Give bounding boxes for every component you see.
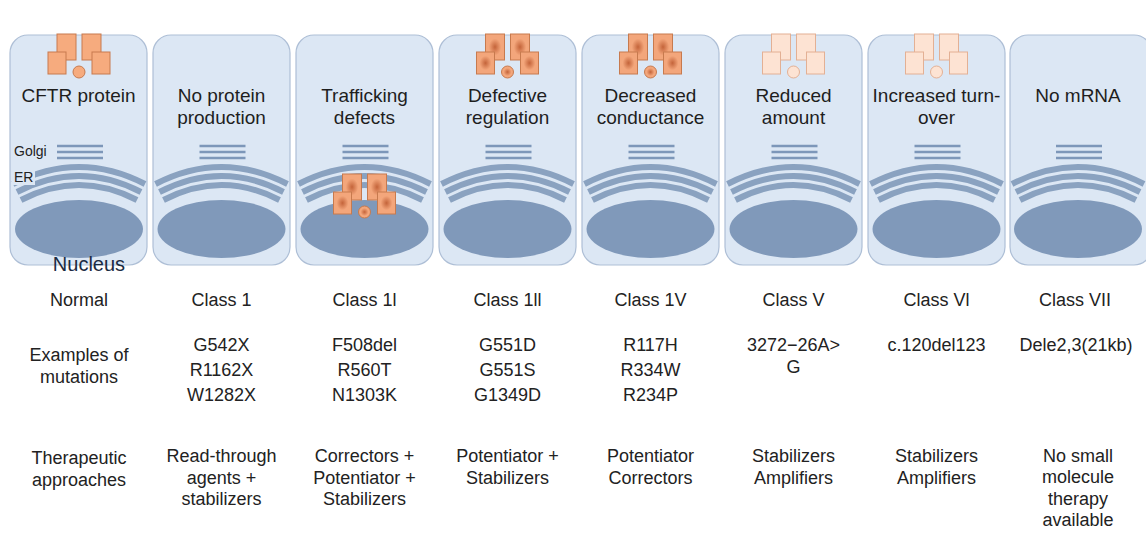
organelles <box>299 146 431 258</box>
therapy-text: Potentiator + Stabilizers <box>447 446 569 489</box>
cell-outline <box>725 35 862 265</box>
cell-panel: Reduced amount <box>725 35 862 265</box>
organelle-label: Golgi <box>12 144 49 159</box>
mutation-name: R117H <box>583 335 719 357</box>
cell-panel: Trafficking defects <box>296 35 433 265</box>
cftr-protein <box>48 34 110 78</box>
class-label: Normal <box>11 290 147 312</box>
class-label: Class 1V <box>583 290 719 312</box>
panel-heading: Trafficking defects <box>296 85 433 129</box>
mutation-name: F508del <box>297 335 433 357</box>
cftr-protein <box>906 34 968 78</box>
organelles <box>1012 146 1144 258</box>
mutation-name: 3272−26A> G <box>742 335 846 378</box>
organelles <box>585 146 717 258</box>
therapy-text: Stabilizers Amplifiers <box>733 446 855 489</box>
mutation-name: c.120del123 <box>869 335 1005 357</box>
therapy-text: Read-through agents + stabilizers <box>161 446 283 511</box>
cell-panel: Decreased conductance <box>582 35 719 265</box>
class-label: Class 1ll <box>440 290 576 312</box>
therapy-text: Stabilizers Amplifiers <box>876 446 998 489</box>
mutation-name: G551D <box>440 335 576 357</box>
cell-panel: No mRNA <box>1010 35 1146 265</box>
mutation-name: N1303K <box>297 385 433 407</box>
row-heading: Therapeutic approaches <box>11 448 147 491</box>
cell-outline <box>439 35 576 265</box>
cftr-protein <box>477 34 539 78</box>
cell-outline <box>582 35 719 265</box>
therapy-text: Potentiator Correctors <box>590 446 712 489</box>
mutation-name: G1349D <box>440 385 576 407</box>
cell-panel: Defective regulation <box>439 35 576 265</box>
class-label: Class VII <box>1007 290 1143 312</box>
cell-outline <box>868 35 1005 265</box>
cftr-protein <box>763 34 825 78</box>
organelle-label: Nucleus <box>49 253 129 276</box>
cell-outline <box>1010 35 1146 265</box>
mutation-name: W1282X <box>154 385 290 407</box>
misfolded-protein <box>334 174 396 218</box>
mutation-name: R560T <box>297 360 433 382</box>
panel-heading: Increased turn-over <box>868 85 1005 129</box>
panel-heading: No protein production <box>153 85 290 129</box>
mutation-name: Dele2,3(21kb) <box>1009 335 1143 357</box>
class-label: Class V <box>726 290 862 312</box>
class-label: Class 1l <box>297 290 433 312</box>
panel-heading: Decreased conductance <box>582 85 719 129</box>
row-heading: Examples of mutations <box>11 345 147 388</box>
cell-panel: Increased turn-over <box>868 35 1005 265</box>
mutation-name: G551S <box>440 360 576 382</box>
class-label: Class 1 <box>154 290 290 312</box>
nucleus-ellipse: Nucleus <box>23 235 155 293</box>
cell-outline <box>296 35 433 265</box>
cell-panel: No protein production <box>153 35 290 265</box>
mutation-name: R234P <box>583 385 719 407</box>
organelles <box>13 146 145 258</box>
therapy-text: Correctors + Potentiator + Stabilizers <box>304 446 426 511</box>
mutation-name: R1162X <box>154 360 290 382</box>
organelles <box>156 146 288 258</box>
panel-heading: Reduced amount <box>725 85 862 129</box>
panel-heading: CFTR protein <box>10 85 147 107</box>
organelle-label: ER <box>12 170 35 185</box>
cell-outline <box>153 35 290 265</box>
organelles <box>728 146 860 258</box>
therapy-text: No small molecule therapy available <box>1022 446 1134 532</box>
panel-heading: Defective regulation <box>439 85 576 129</box>
cftr-protein <box>620 34 682 78</box>
cell-outline <box>10 35 147 265</box>
class-label: Class Vl <box>869 290 1005 312</box>
mutation-name: R334W <box>583 360 719 382</box>
organelles <box>871 146 1003 258</box>
organelles <box>442 146 574 258</box>
panel-heading: No mRNA <box>1010 85 1146 107</box>
mutation-name: G542X <box>154 335 290 357</box>
